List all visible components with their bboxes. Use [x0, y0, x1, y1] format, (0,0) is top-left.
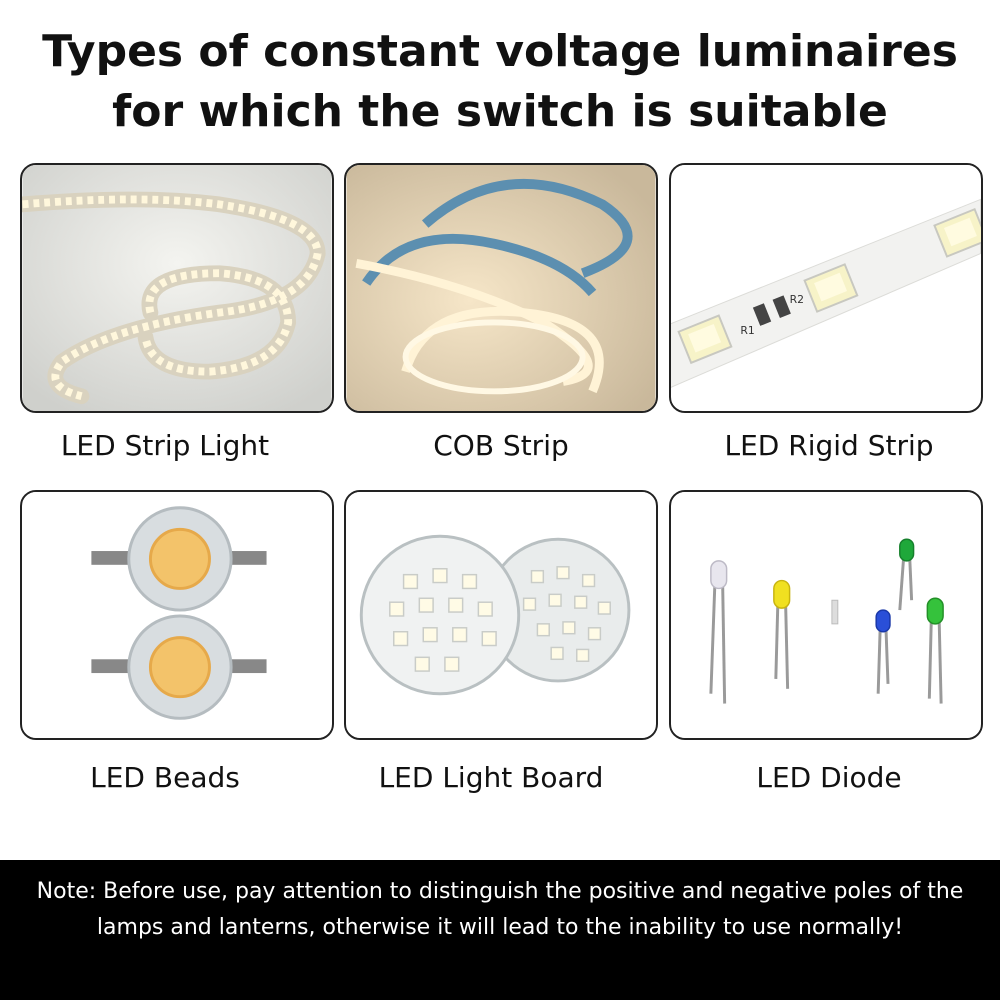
card-led-strip-light: [20, 163, 334, 413]
led-rigid-strip-image: R1 R2: [671, 165, 981, 411]
label-led-beads: LED Beads: [90, 761, 240, 794]
label-led-diode: LED Diode: [756, 761, 902, 794]
label-led-light-board: LED Light Board: [378, 761, 604, 794]
led-diode-image: [671, 492, 981, 738]
cob-strip-image: [346, 165, 656, 411]
label-cob-strip: COB Strip: [433, 429, 569, 462]
led-light-board-image: [346, 492, 656, 738]
note-text: Note: Before use, pay attention to disti…: [36, 879, 964, 940]
pcb-mark-r2: R2: [790, 293, 804, 306]
led-beads-image: [22, 492, 332, 738]
led-strip-light-image: [22, 165, 332, 411]
pcb-mark-r1: R1: [740, 324, 754, 337]
card-led-beads: [20, 490, 334, 740]
card-led-rigid-strip: R1 R2: [669, 163, 983, 413]
card-led-diode: [669, 490, 983, 740]
card-cob-strip: [344, 163, 658, 413]
label-led-strip-light: LED Strip Light: [60, 429, 270, 462]
label-led-rigid-strip: LED Rigid Strip: [724, 429, 934, 462]
card-led-light-board: [344, 490, 658, 740]
title-line-2: for which the switch is suitable: [112, 86, 888, 137]
note-banner: Note: Before use, pay attention to disti…: [0, 860, 1000, 1000]
title-line-1: Types of constant voltage luminaires: [42, 26, 958, 77]
page-title: Types of constant voltage luminaires for…: [0, 22, 1000, 142]
